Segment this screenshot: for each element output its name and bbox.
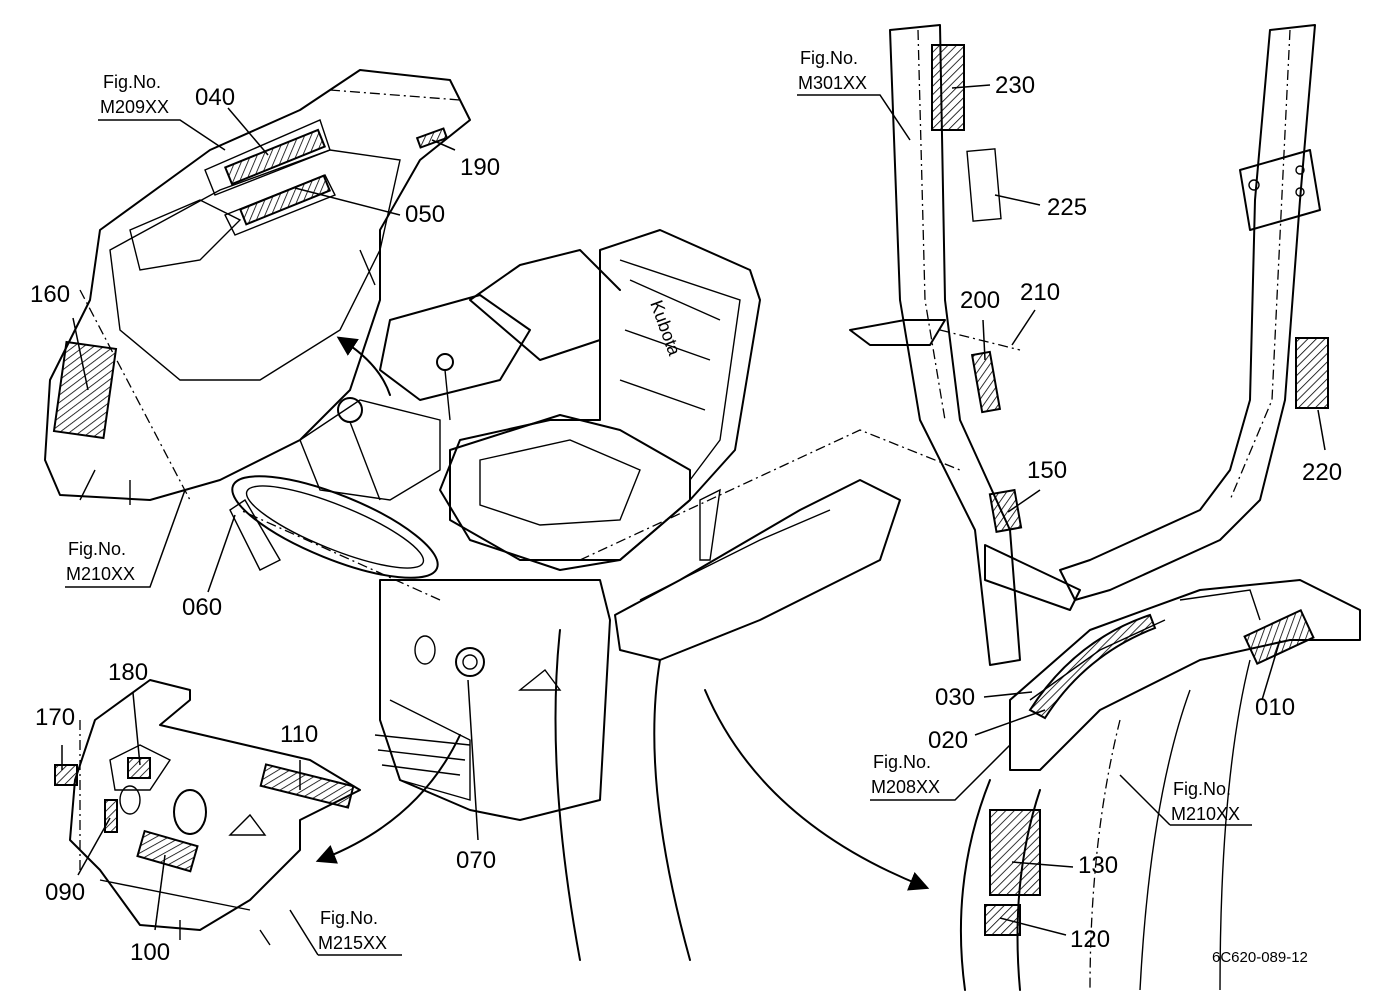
callout-040: 040 xyxy=(195,84,235,111)
label-100-decal xyxy=(136,829,199,873)
label-190-decal xyxy=(415,127,449,149)
callout-200: 200 xyxy=(960,287,1000,314)
label-225-decal xyxy=(966,148,1002,222)
label-200-decal xyxy=(970,350,1002,414)
fig-label-m208: Fig.No. xyxy=(873,752,931,772)
callout-130: 130 xyxy=(1078,852,1118,879)
label-030-decal xyxy=(1028,613,1157,720)
callout-230: 230 xyxy=(995,72,1035,99)
fig-label-m215: Fig.No. xyxy=(320,908,378,928)
fig-label-m209: Fig.No. xyxy=(103,72,161,92)
callout-010: 010 xyxy=(1255,694,1295,721)
label-220-decal xyxy=(1295,337,1329,409)
label-010-decal xyxy=(1243,608,1315,666)
label-110-decal xyxy=(259,763,355,809)
label-050-decal xyxy=(238,174,332,226)
seat-brand-text: Kubota xyxy=(646,298,685,359)
callout-100: 100 xyxy=(130,939,170,966)
callout-030: 030 xyxy=(935,684,975,711)
label-160-decal xyxy=(52,340,118,440)
callout-190: 190 xyxy=(460,154,500,181)
callout-220: 220 xyxy=(1302,459,1342,486)
callout-060: 060 xyxy=(182,594,222,621)
fig-label-m210-left: Fig.No. xyxy=(68,539,126,559)
label-090-decal xyxy=(104,799,118,833)
label-170-decal xyxy=(54,764,78,786)
fig-label-m301: Fig.No. xyxy=(800,48,858,68)
callout-225: 225 xyxy=(1047,194,1087,221)
label-150-decal xyxy=(988,488,1023,533)
rops-frame-drawing xyxy=(849,24,1321,666)
fig-ref-leaders xyxy=(65,94,1252,956)
fig-ref-m210-right: M210XX xyxy=(1171,804,1240,824)
callout-210: 210 xyxy=(1020,279,1060,306)
drawing-code: 6C620-089-12 xyxy=(1212,949,1308,966)
callout-170: 170 xyxy=(35,704,75,731)
arrow-to-fender-icon xyxy=(704,689,930,891)
callout-020: 020 xyxy=(928,727,968,754)
fig-ref-m215: M215XX xyxy=(318,933,387,953)
fig-label-m210-right: Fig.No. xyxy=(1173,779,1231,799)
arrow-to-console-icon xyxy=(336,336,391,396)
dash-panel-drawing xyxy=(69,679,361,946)
fig-ref-m209: M209XX xyxy=(100,97,169,117)
leader-lines xyxy=(61,84,1326,936)
console-cover-drawing xyxy=(44,69,471,505)
fig-ref-m210-left: M210XX xyxy=(66,564,135,584)
callout-110: 110 xyxy=(280,721,318,748)
callout-160: 160 xyxy=(30,281,70,308)
callout-120: 120 xyxy=(1070,926,1110,953)
fig-ref-m301: M301XX xyxy=(798,73,867,93)
label-040-decal xyxy=(223,128,327,186)
callout-180: 180 xyxy=(108,659,148,686)
callout-150: 150 xyxy=(1027,457,1067,484)
tractor-operator-area xyxy=(229,229,961,961)
callout-090: 090 xyxy=(45,879,85,906)
label-130-decal xyxy=(989,809,1041,896)
label-120-decal xyxy=(984,904,1021,936)
callout-050: 050 xyxy=(405,201,445,228)
arrow-to-dash-panel-icon xyxy=(315,734,461,864)
fig-ref-m208: M208XX xyxy=(871,777,940,797)
callout-070: 070 xyxy=(456,847,496,874)
